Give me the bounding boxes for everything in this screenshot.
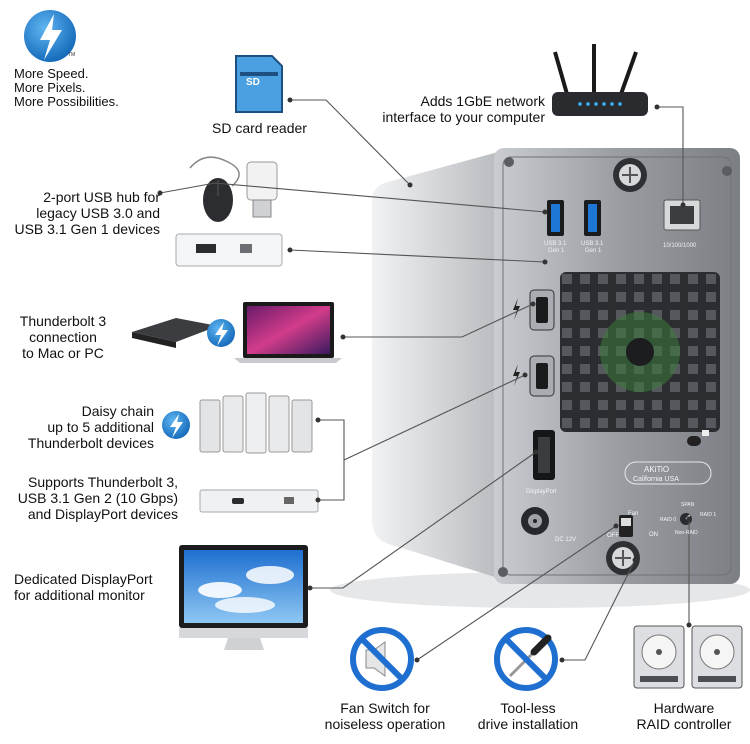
no-tools-icon	[494, 627, 558, 691]
tm-mark: TM	[68, 52, 75, 58]
slogan: More Speed.More Pixels.More Possibilitie…	[14, 66, 119, 109]
thunderbolt-dock-icon	[132, 318, 218, 348]
usb-right-label-1: USB 3.1	[581, 241, 604, 247]
brand-name: AKiTiO	[644, 465, 669, 474]
storage-enclosure	[330, 148, 750, 608]
sd-card-label: SD	[246, 77, 260, 88]
thunderbolt-logo-icon	[24, 10, 76, 62]
fan-off-label: OFF	[607, 533, 619, 539]
displayport-label: DisplayPort	[526, 489, 557, 495]
fan-grill	[560, 272, 720, 432]
fan-on-label: ON	[649, 532, 658, 538]
usb-mouse-icon	[189, 156, 240, 222]
raid1-label: RAID 1	[700, 512, 716, 518]
thunderbolt-icon-daisy	[162, 411, 190, 439]
lock-slot-icon	[687, 430, 709, 446]
no-noise-icon	[350, 627, 414, 691]
usb-hub-device-icon	[175, 233, 283, 267]
fan-label: Fan	[628, 511, 638, 517]
usb-left-label-2: Gen 1	[548, 248, 565, 254]
ethernet-label: 10/100/1000	[663, 243, 697, 249]
usb-left-label-1: USB 3.1	[544, 241, 567, 247]
usb-port-right-icon	[584, 200, 601, 236]
displayport-monitor-icon	[179, 545, 308, 650]
raid0-label: RAID 0	[660, 517, 676, 523]
brand-subtitle: California USA	[633, 476, 679, 483]
hard-drives-icon	[633, 625, 743, 689]
nonraid-label: Non-RAID	[675, 530, 698, 536]
usb-flash-drive-icon	[246, 161, 278, 218]
dc-label: DC 12V	[555, 537, 576, 543]
daisy-chain-drives-icon	[199, 392, 313, 454]
ethernet-port-icon	[663, 199, 701, 231]
dc-power-jack-icon	[521, 507, 549, 535]
sd-card-caption: SD card reader	[212, 120, 307, 136]
usb-right-label-2: Gen 1	[585, 248, 602, 254]
thumbscrew-top-icon	[613, 158, 647, 192]
thunderbolt-small-icon	[207, 319, 235, 347]
callout-dots	[157, 97, 692, 663]
thunderbolt-port-1-icon	[513, 289, 555, 331]
usb-port-left-icon	[547, 200, 564, 236]
laptop-icon	[234, 302, 342, 363]
callout-lines	[159, 99, 690, 661]
router-icon	[552, 44, 648, 116]
supports-caption: Supports Thunderbolt 3,USB 3.1 Gen 2 (10…	[17, 474, 178, 522]
sd-card-icon	[235, 55, 283, 113]
displayport-port-icon	[533, 430, 555, 480]
fan-switch-icon	[619, 515, 633, 537]
usb-c-device-icon	[199, 489, 319, 513]
raid-span-label: SPAN	[681, 502, 695, 508]
thunderbolt-port-2-icon	[513, 355, 555, 397]
